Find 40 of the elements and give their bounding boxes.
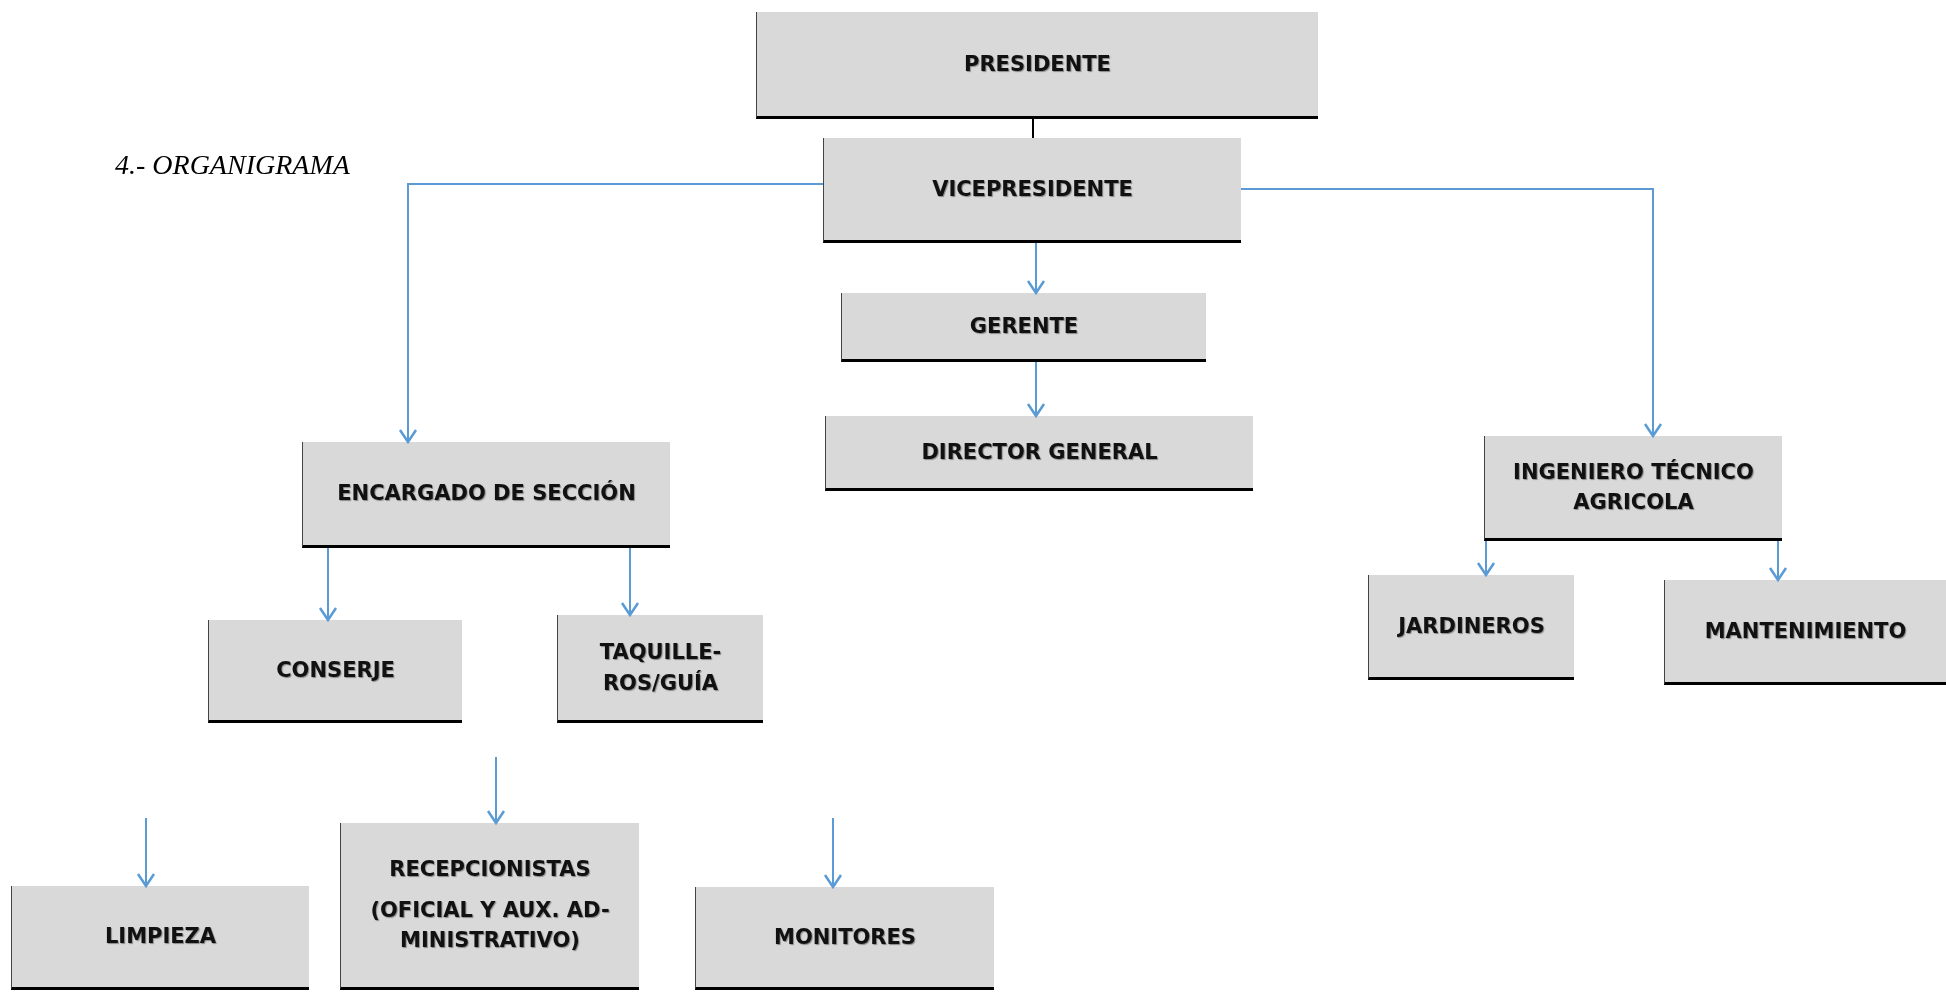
arrow bbox=[136, 817, 156, 888]
position-label: CONSERJE bbox=[276, 656, 395, 684]
position-label: ENCARGADO DE SECCIÓN bbox=[337, 479, 636, 508]
position-box bbox=[208, 620, 462, 723]
position-label: RECEPCIONISTAS bbox=[389, 856, 591, 884]
position-label: TAQUILLE- ROS/GUÍA bbox=[598, 639, 723, 697]
position-box bbox=[756, 12, 1318, 119]
position-label: GERENTE bbox=[969, 312, 1079, 340]
position-label: MONITORES bbox=[774, 923, 916, 951]
position-label: MANTENIMIENTO bbox=[1704, 617, 1907, 645]
position-box bbox=[825, 416, 1253, 491]
arrow bbox=[620, 547, 640, 617]
arrow bbox=[486, 756, 506, 825]
arrow bbox=[1476, 540, 1496, 577]
connector-line bbox=[1032, 118, 1034, 139]
position-box bbox=[557, 615, 763, 723]
arrow bbox=[823, 817, 843, 889]
position-box bbox=[1664, 580, 1946, 685]
position-label: LIMPIEZA bbox=[104, 923, 217, 951]
position-box bbox=[11, 886, 309, 990]
arrow bbox=[1026, 361, 1046, 418]
position-box bbox=[841, 293, 1206, 362]
position-box bbox=[1484, 436, 1782, 541]
arrow bbox=[1026, 242, 1046, 295]
position-label: INGENIERO TÉCNICO AGRICOLA bbox=[1512, 458, 1755, 516]
arrow bbox=[318, 547, 338, 622]
arrow bbox=[1240, 188, 1663, 438]
position-label: JARDINEROS bbox=[1398, 612, 1545, 640]
diagram-title: 4.- ORGANIGRAMA bbox=[115, 149, 350, 181]
position-box bbox=[695, 887, 994, 990]
position-label: DIRECTOR GENERAL bbox=[921, 438, 1158, 466]
position-box bbox=[340, 823, 639, 990]
position-box bbox=[1368, 575, 1574, 680]
arrow bbox=[398, 183, 824, 444]
arrow bbox=[1768, 540, 1788, 582]
position-label: PRESIDENTE bbox=[964, 50, 1111, 78]
position-label: (OFICIAL Y AUX. AD- MINISTRATIVO) bbox=[369, 896, 611, 955]
position-label: VICEPRESIDENTE bbox=[932, 175, 1133, 203]
position-box bbox=[302, 442, 670, 548]
position-box bbox=[823, 138, 1241, 243]
